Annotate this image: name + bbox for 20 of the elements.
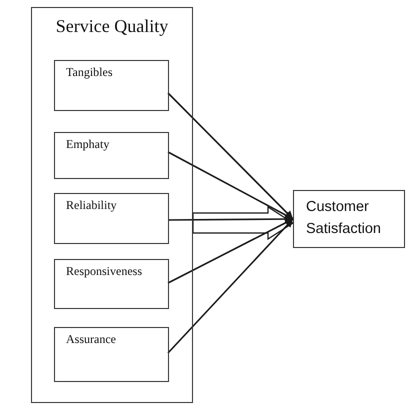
factor-box — [54, 259, 169, 309]
group-title: Service Quality — [56, 15, 168, 38]
outcome-box — [293, 190, 405, 248]
box-label: Customer Satisfaction — [306, 198, 382, 240]
box-label: Reliability — [66, 198, 117, 214]
arrow — [168, 215, 293, 224]
box-label: Responsiveness — [66, 264, 142, 280]
arrow — [167, 92, 294, 220]
box-label: Assurance — [66, 332, 116, 348]
group-box — [31, 7, 193, 403]
arrow — [168, 218, 294, 284]
box-label: Emphaty — [66, 137, 110, 153]
factor-box — [54, 132, 169, 179]
factor-box — [54, 60, 169, 111]
block-arrow — [192, 206, 294, 240]
arrow — [168, 151, 294, 220]
box-label: Tangibles — [66, 65, 112, 81]
factor-box — [54, 327, 169, 382]
arrow — [167, 218, 294, 354]
factor-box — [54, 193, 169, 244]
